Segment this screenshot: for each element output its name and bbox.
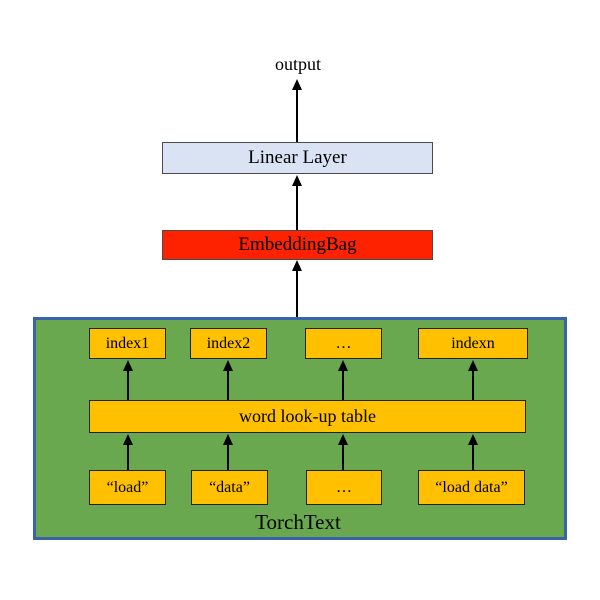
- arrow-up-to-index2: [222, 360, 233, 371]
- arrow-up-to-index-ellipsis: [337, 360, 348, 371]
- arrow-line-data-to-table: [227, 445, 229, 470]
- index-ellipsis-box: …: [305, 328, 382, 359]
- arrow-line-table-to-index2: [227, 371, 229, 400]
- arrow-line-load-data-to-table: [472, 445, 474, 470]
- arrow-up-to-output: [291, 79, 302, 90]
- arrow-up-to-indexn: [467, 360, 478, 371]
- load-data-box: “load data”: [418, 470, 525, 505]
- index2-box: index2: [190, 328, 267, 359]
- output-label: output: [274, 54, 321, 74]
- load-box: “load”: [89, 470, 166, 505]
- arrow-line-linear-to-output: [296, 90, 298, 142]
- arrow-up-to-linear-layer: [291, 175, 302, 186]
- word-lookup-table-box: word look-up table: [89, 400, 526, 433]
- arrow-line-load-to-table: [127, 445, 129, 470]
- embedding-bag-box: EmbeddingBag: [162, 230, 433, 260]
- index1-box: index1: [89, 328, 166, 359]
- arrow-up-from-load: [122, 434, 133, 445]
- torchtext-label: TorchText: [255, 510, 341, 534]
- word-ellipsis-box: …: [306, 470, 382, 505]
- linear-layer-box: Linear Layer: [162, 142, 433, 174]
- arrow-line-table-to-index1: [127, 371, 129, 400]
- arrow-up-to-index1: [122, 360, 133, 371]
- arrow-up-from-data: [222, 434, 233, 445]
- arrow-line-container-to-embed: [296, 271, 298, 317]
- indexn-box: indexn: [418, 328, 528, 359]
- arrow-line-table-to-indexn: [472, 371, 474, 400]
- arrow-up-from-word-ellipsis: [337, 434, 348, 445]
- arrow-up-from-load-data: [467, 434, 478, 445]
- arrow-line-embed-to-linear: [296, 186, 298, 230]
- data-box: “data”: [191, 470, 268, 505]
- arrow-line-ellipsis-to-table: [342, 445, 344, 470]
- arrow-up-to-embedding-bag: [291, 260, 302, 271]
- arrow-line-table-to-index-ellipsis: [342, 371, 344, 400]
